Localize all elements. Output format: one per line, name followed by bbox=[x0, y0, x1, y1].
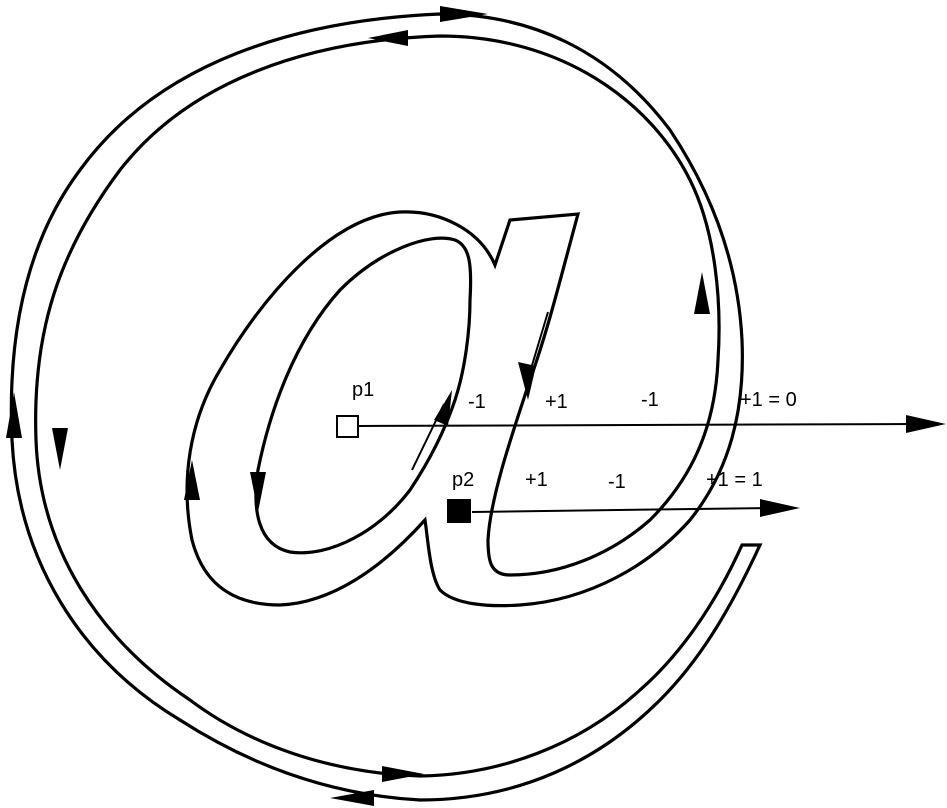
ray1-crossing-label: +1 = 0 bbox=[740, 389, 797, 411]
ray1-crossing-label: -1 bbox=[641, 389, 659, 411]
p2-marker bbox=[448, 500, 470, 522]
ray2-crossing-label: -1 bbox=[608, 471, 626, 493]
contour-arrow-left-down bbox=[52, 428, 68, 470]
contour-arrow-left-up bbox=[6, 392, 22, 438]
ray2-crossing-label: +1 = 1 bbox=[706, 469, 763, 491]
p1-marker bbox=[337, 416, 358, 437]
contour-arrow-right-up bbox=[694, 272, 710, 314]
ray-p1 bbox=[359, 424, 912, 426]
contour-arrow-top-right bbox=[440, 6, 488, 22]
tail-top-stroke-segment bbox=[530, 312, 548, 372]
p1-label: p1 bbox=[352, 379, 374, 401]
ray1-crossing-label: -1 bbox=[468, 391, 486, 413]
contour-arrow-top-left bbox=[368, 30, 408, 46]
ray-p2-arrowhead bbox=[760, 499, 800, 517]
contour-arrow-tail-down bbox=[518, 362, 536, 400]
contour-arrow-bowl-down bbox=[250, 472, 266, 512]
ray1-crossing-label: +1 bbox=[545, 391, 568, 413]
p2-label: p2 bbox=[452, 469, 474, 491]
ray-p2 bbox=[472, 508, 770, 512]
ray-p1-arrowhead bbox=[906, 415, 946, 433]
ray2-crossing-label: +1 bbox=[525, 469, 548, 491]
contour-arrow-bottom-right bbox=[382, 766, 424, 782]
